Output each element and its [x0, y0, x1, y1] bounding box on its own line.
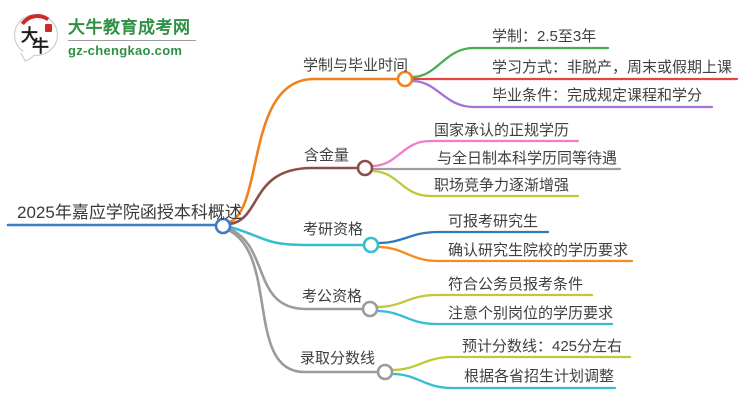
branch-1-label[interactable]: 学制与毕业时间: [303, 57, 409, 74]
branch-2-leaf-3-label[interactable]: 职场竞争力逐渐增强: [434, 177, 570, 194]
connector-branch-5-leaf-2: [390, 372, 617, 390]
branch-3-label[interactable]: 考研资格: [303, 221, 364, 238]
connector-branch-5-leaf-1: [390, 355, 632, 372]
connector-branch-4-leaf-2: [375, 309, 614, 326]
branch-3-leaf-2-label[interactable]: 确认研究生院校的学历要求: [448, 242, 629, 259]
branch-2-label[interactable]: 含金量: [304, 147, 350, 164]
branch-5-leaf-2-label[interactable]: 根据各省招生计划调整: [464, 368, 615, 385]
logo-seal-icon: [45, 24, 52, 32]
node-toggle-branch-1[interactable]: [396, 70, 414, 88]
logo[interactable]: 大 牛 大牛教育成考网 gz-chengkao.com: [13, 10, 214, 62]
connector-branch-5: [228, 229, 380, 374]
node-toggle-branch-5[interactable]: [376, 363, 394, 381]
connector-branch-4: [228, 227, 365, 311]
node-toggle-branch-3[interactable]: [362, 236, 380, 254]
branch-4-leaf-2-label[interactable]: 注意个别岗位的学历要求: [448, 305, 614, 322]
branch-5-leaf-1-label[interactable]: 预计分数线：425分左右: [462, 338, 623, 355]
connector-branch-3-leaf-1: [376, 230, 550, 245]
branch-1-leaf-2-label[interactable]: 学习方式：非脱产，周末或假期上课: [492, 59, 733, 76]
connector-branch-1-leaf-1: [410, 46, 610, 79]
connector-branch-3-leaf-2: [376, 245, 634, 263]
logo-char-da: 大: [21, 26, 38, 46]
connector-branch-1-leaf-3: [410, 79, 714, 109]
connector-branch-2-leaf-3: [370, 169, 580, 198]
site-name: 大牛教育成考网: [68, 18, 191, 37]
connector-branch-2: [228, 166, 360, 226]
logo-char-niu: 牛: [32, 37, 49, 57]
connector-branch-1: [228, 77, 400, 224]
root-node-label[interactable]: 2025年嘉应学院函授本科概述: [17, 203, 242, 222]
node-toggle-root[interactable]: [214, 217, 232, 235]
logo-text: 大牛教育成考网 gz-chengkao.com: [68, 13, 196, 58]
site-url: gz-chengkao.com: [68, 43, 183, 58]
branch-3-leaf-1-label[interactable]: 可报考研究生: [448, 213, 539, 230]
node-toggle-branch-4[interactable]: [361, 300, 379, 318]
branch-1-leaf-3-label[interactable]: 毕业条件：完成规定课程和学分: [492, 87, 703, 104]
connector-branch-2-leaf-1: [370, 139, 580, 168]
logo-badge-icon: 大 牛: [13, 10, 62, 62]
connector-branch-3: [228, 225, 366, 247]
connector-branch-4-leaf-1: [375, 293, 594, 309]
branch-4-label[interactable]: 考公资格: [302, 288, 363, 305]
branch-5-label[interactable]: 录取分数线: [300, 350, 376, 367]
branch-1-leaf-1-label[interactable]: 学制：2.5至3年: [492, 28, 597, 45]
node-toggle-branch-2[interactable]: [356, 159, 374, 177]
logo-divider: [68, 40, 196, 41]
branch-4-leaf-1-label[interactable]: 符合公务员报考条件: [448, 276, 584, 293]
branch-2-leaf-2-label[interactable]: 与全日制本科学历同等待遇: [437, 150, 618, 167]
branch-2-leaf-1-label[interactable]: 国家承认的正规学历: [434, 122, 570, 139]
